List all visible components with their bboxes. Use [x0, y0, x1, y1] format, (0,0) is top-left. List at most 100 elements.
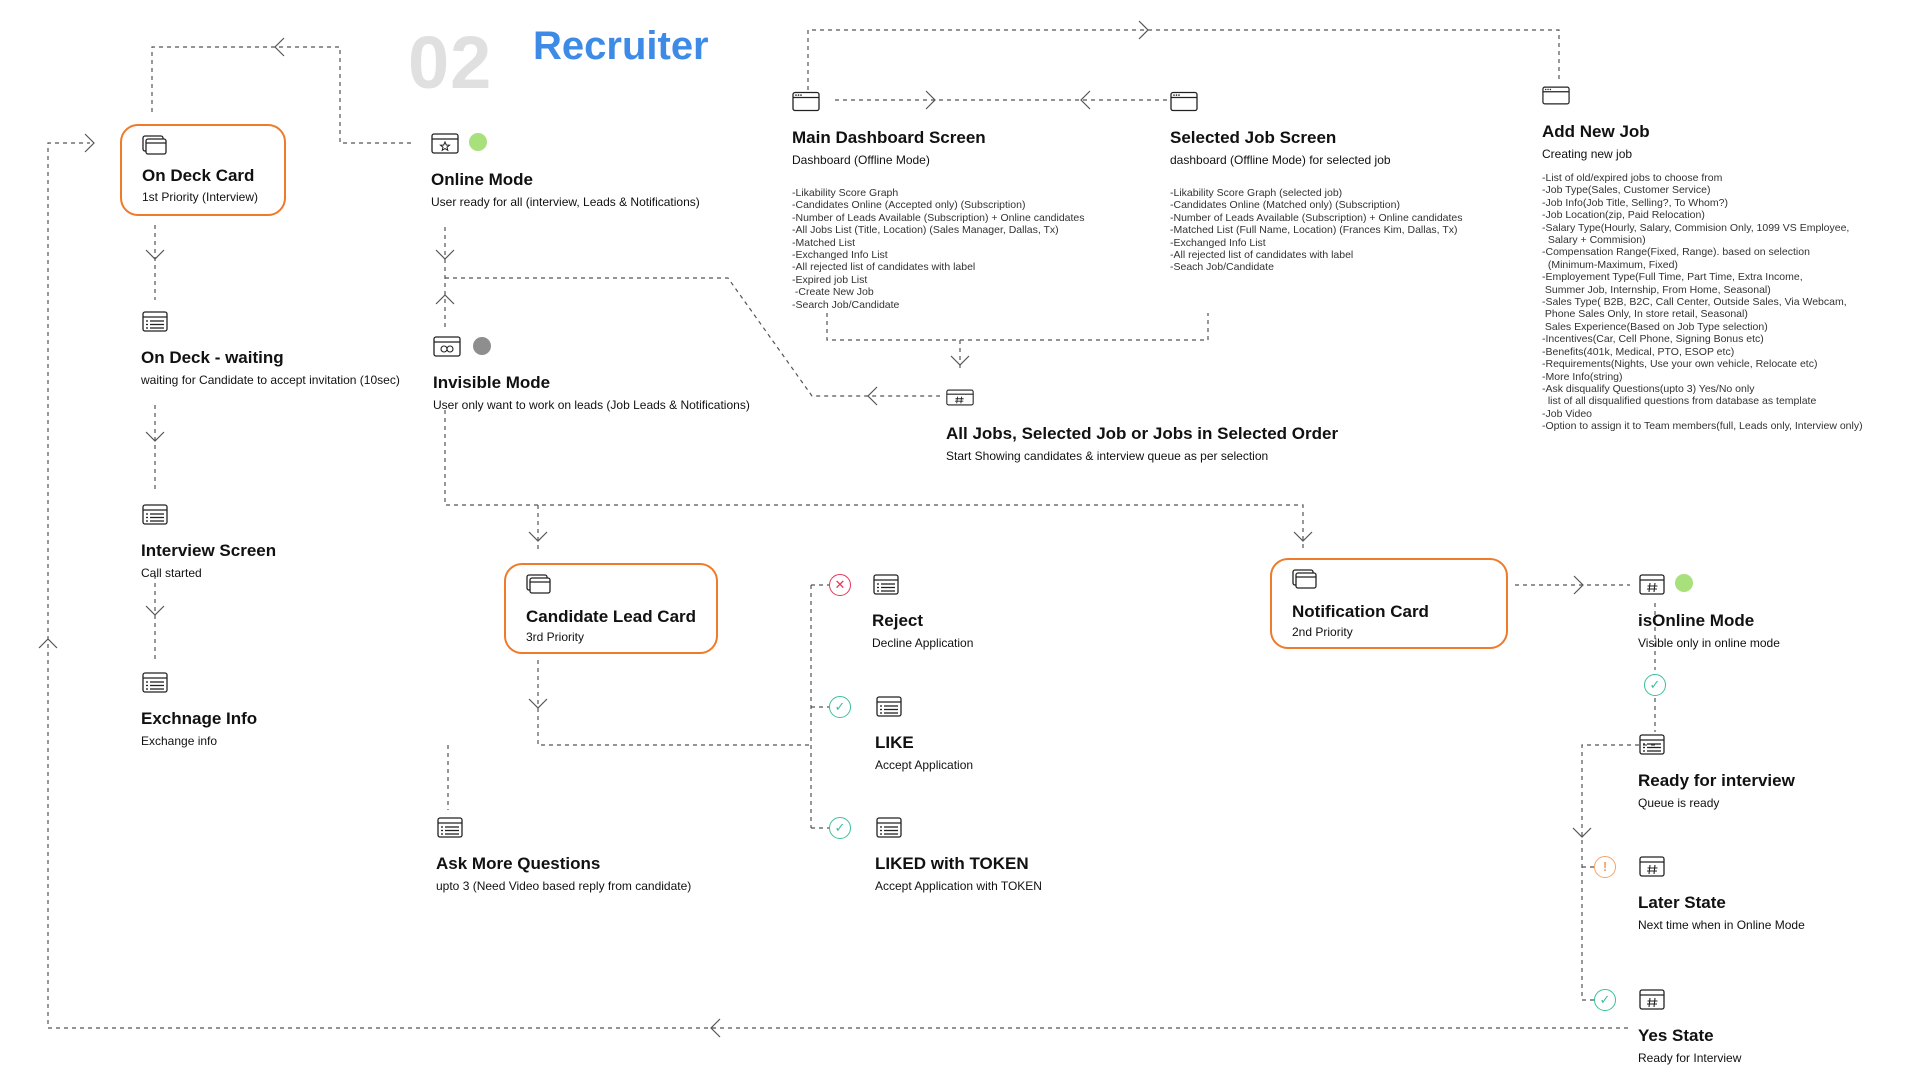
connector-online-alljobs	[445, 277, 940, 397]
node-title: isOnline Mode	[1638, 611, 1755, 630]
node-title: Ask More Questions	[436, 854, 601, 873]
node-title: LIKE	[875, 733, 914, 752]
node-details: -Likability Score Graph (selected job) -…	[1170, 187, 1463, 274]
main-dashboard-node[interactable]: Main Dashboard Screen Dashboard (Offline…	[792, 91, 1085, 311]
node-subtitle: 1st Priority (Interview)	[142, 190, 259, 204]
node-title: Ready for interview	[1638, 771, 1795, 790]
node-title: Main Dashboard Screen	[792, 128, 986, 147]
invisible-mode-node[interactable]: Invisible Mode User only want to work on…	[433, 336, 750, 412]
node-title: Interview Screen	[141, 541, 277, 560]
list-window-icon	[142, 504, 168, 525]
hashtag-window-icon	[1639, 574, 1665, 595]
list-window-icon	[876, 817, 902, 838]
list-window-icon	[437, 817, 463, 838]
node-subtitle: Next time when in Online Mode	[1638, 918, 1805, 932]
offline-status-dot	[473, 337, 491, 355]
notification-card[interactable]: Notification Card 2nd Priority	[1270, 558, 1508, 649]
node-subtitle: 3rd Priority	[526, 630, 585, 644]
node-subtitle: User ready for all (interview, Leads & N…	[431, 195, 700, 209]
cards-stack-icon	[142, 135, 167, 155]
node-title: Exchnage Info	[141, 709, 258, 728]
yes-state-node[interactable]: Yes State Ready for Interview	[1638, 989, 1741, 1065]
is-online-node[interactable]: isOnline Mode Visible only in online mod…	[1638, 574, 1780, 650]
ask-more-node[interactable]: Ask More Questions upto 3 (Need Video ba…	[436, 817, 691, 893]
node-subtitle: Accept Application with TOKEN	[875, 879, 1042, 893]
node-title: LIKED with TOKEN	[875, 854, 1029, 873]
reject-badge-icon: ✕	[829, 574, 851, 596]
node-subtitle: Accept Application	[875, 758, 974, 772]
section-number: 02	[408, 21, 493, 104]
node-subtitle: User only want to work on leads (Job Lea…	[433, 398, 750, 412]
list-window-icon	[142, 311, 168, 332]
node-subtitle: upto 3 (Need Video based reply from cand…	[436, 879, 692, 893]
hashtag-window-icon	[1639, 856, 1665, 877]
node-title: Selected Job Screen	[1170, 128, 1337, 147]
node-details: -Likability Score Graph -Candidates Onli…	[792, 187, 1085, 311]
ready-interview-node[interactable]: Ready for interview Queue is ready	[1638, 734, 1795, 810]
connector-lead-branches	[447, 584, 833, 829]
node-subtitle: 2nd Priority	[1292, 625, 1353, 639]
node-title: Later State	[1638, 893, 1726, 912]
connector-ready-branches	[1581, 744, 1655, 1001]
on-deck-waiting-node[interactable]: On Deck - waiting waiting for Candidate …	[141, 311, 400, 387]
like-node[interactable]: LIKE Accept Application	[875, 696, 973, 772]
node-title: On Deck Card	[142, 166, 255, 185]
node-subtitle: dashboard (Offline Mode) for selected jo…	[1170, 153, 1391, 167]
all-jobs-node[interactable]: All Jobs, Selected Job or Jobs in Select…	[946, 387, 1338, 463]
node-title: Add New Job	[1542, 122, 1650, 141]
hashtag-window-icon	[1639, 989, 1665, 1010]
connector-invisible-bus	[444, 410, 1304, 550]
node-title: Invisible Mode	[433, 373, 551, 392]
later-state-node[interactable]: Later State Next time when in Online Mod…	[1638, 856, 1805, 932]
node-subtitle: Visible only in online mode	[1638, 636, 1780, 650]
node-subtitle: Decline Application	[872, 636, 974, 650]
is-online-status-dot	[1675, 574, 1693, 592]
later-state-warning-icon: !	[1594, 856, 1616, 878]
list-window-icon	[873, 574, 899, 595]
node-subtitle: Call started	[141, 566, 202, 580]
browser-window-icon	[1542, 86, 1570, 105]
add-new-job-node[interactable]: Add New Job Creating new job -List of ol…	[1542, 85, 1863, 433]
interview-screen-node[interactable]: Interview Screen Call started	[141, 504, 276, 580]
connector-ondeck-online	[151, 46, 414, 144]
node-subtitle: Start Showing candidates & interview que…	[946, 449, 1269, 463]
selected-job-node[interactable]: Selected Job Screen dashboard (Offline M…	[1170, 91, 1463, 274]
node-subtitle: Exchange info	[141, 734, 218, 748]
window-star-icon	[431, 133, 459, 154]
node-subtitle: Queue is ready	[1638, 796, 1720, 810]
browser-window-icon	[792, 91, 820, 112]
connector-dashboard-addjob	[807, 29, 1560, 90]
online-mode-node[interactable]: Online Mode User ready for all (intervie…	[431, 133, 700, 209]
list-window-icon	[876, 696, 902, 717]
node-title: Yes State	[1638, 1026, 1714, 1045]
online-status-dot	[469, 133, 487, 151]
browser-window-icon	[1170, 91, 1198, 112]
node-title: On Deck - waiting	[141, 348, 284, 367]
node-subtitle: waiting for Candidate to accept invitati…	[141, 373, 400, 387]
liked-token-node[interactable]: LIKED with TOKEN Accept Application with…	[875, 817, 1042, 893]
on-deck-card[interactable]: On Deck Card 1st Priority (Interview)	[120, 124, 286, 216]
reject-node[interactable]: Reject Decline Application	[872, 574, 973, 650]
node-title: Candidate Lead Card	[526, 607, 697, 626]
list-window-icon	[1639, 734, 1665, 755]
candidate-lead-card[interactable]: Candidate Lead Card 3rd Priority	[504, 563, 718, 654]
section-title: Recruiter	[533, 24, 709, 68]
cards-stack-icon	[526, 574, 551, 594]
node-details: -List of old/expired jobs to choose from…	[1542, 172, 1863, 433]
window-incognito-icon	[433, 336, 461, 357]
node-subtitle: Creating new job	[1542, 147, 1633, 161]
list-window-icon	[142, 672, 168, 693]
exchange-info-node[interactable]: Exchnage Info Exchange info	[141, 672, 257, 748]
is-online-check-icon: ✓	[1644, 674, 1666, 696]
cards-stack-icon	[1292, 569, 1317, 589]
yes-state-check-icon: ✓	[1594, 989, 1616, 1011]
hashtag-window-icon	[946, 389, 974, 406]
connector-lists-alljobs	[826, 313, 1209, 368]
node-title: Notification Card	[1292, 602, 1429, 621]
liked-token-badge-icon: ✓	[829, 817, 851, 839]
node-subtitle: Dashboard (Offline Mode)	[792, 153, 930, 167]
node-title: Online Mode	[431, 170, 533, 189]
like-badge-icon: ✓	[829, 696, 851, 718]
node-subtitle: Ready for Interview	[1638, 1051, 1742, 1065]
